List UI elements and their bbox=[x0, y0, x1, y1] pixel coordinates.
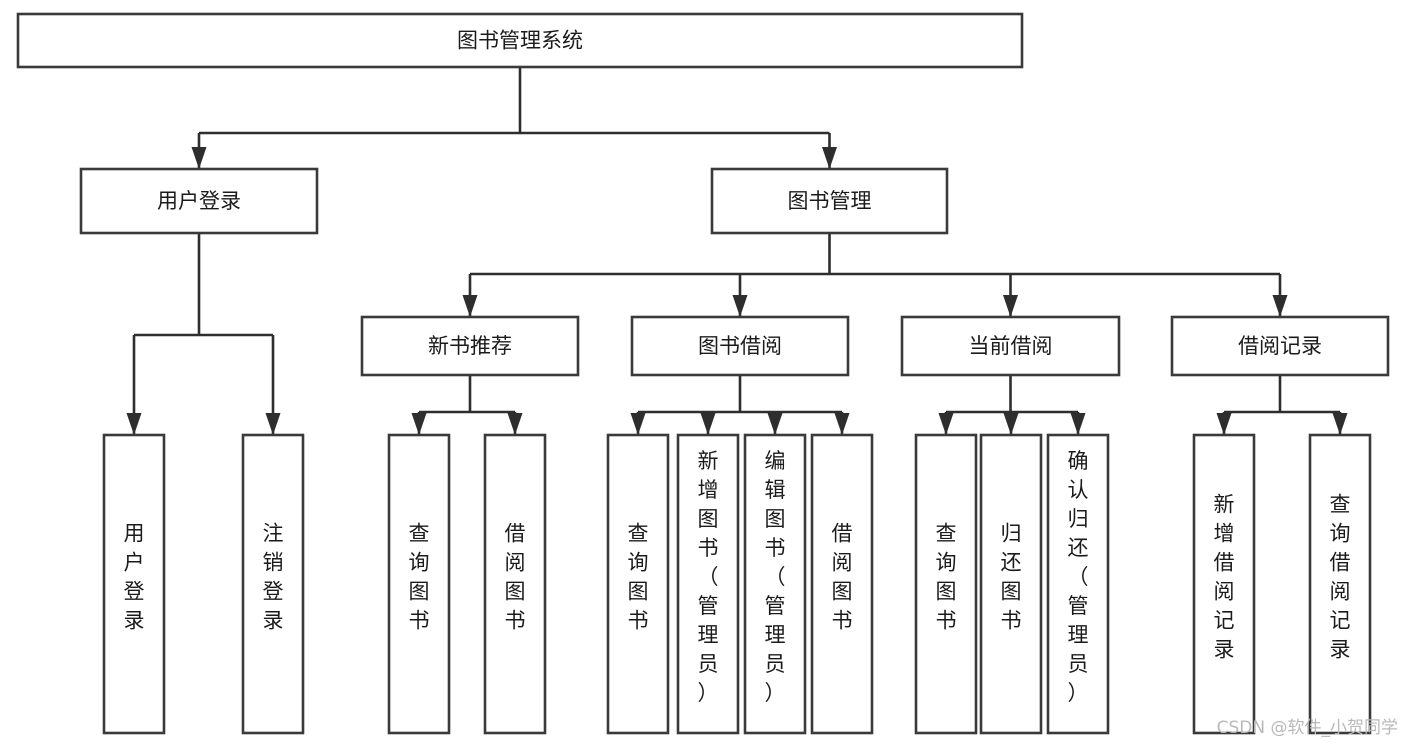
node-new-book-recommend-label: 新书推荐 bbox=[428, 334, 512, 358]
node-borrow-record[interactable]: 借阅记录 bbox=[1170, 315, 1390, 377]
node-leaf-query-book-3-label: 查询图书 bbox=[936, 522, 957, 633]
node-leaf-query-book-3-box bbox=[914, 433, 978, 735]
conn-borrow-record-arrow-0 bbox=[1216, 413, 1232, 435]
node-root-box bbox=[16, 12, 1024, 69]
conn-user-login-arrow-1 bbox=[265, 413, 281, 435]
conn-root-arrow-0 bbox=[191, 147, 207, 169]
conn-user-login-arrow-0 bbox=[126, 413, 142, 435]
conn-new-book-recommend-arrow-0 bbox=[411, 413, 427, 435]
node-leaf-borrow-book-1-box bbox=[483, 433, 547, 735]
node-leaf-add-book-admin-label: 新增图书（管理员） bbox=[698, 449, 719, 705]
node-leaf-edit-book-admin[interactable]: 编辑图书（管理员） bbox=[743, 433, 807, 735]
node-leaf-query-book-2[interactable]: 查询图书 bbox=[606, 433, 670, 735]
conn-root-arrow-1 bbox=[822, 147, 837, 169]
node-book-manage-label: 图书管理 bbox=[788, 189, 872, 213]
node-leaf-borrow-book-1[interactable]: 借阅图书 bbox=[483, 433, 547, 735]
conn-book-borrow-arrow-0 bbox=[630, 413, 646, 435]
node-book-borrow-label: 图书借阅 bbox=[698, 334, 782, 358]
node-leaf-confirm-return-box bbox=[1046, 433, 1110, 735]
node-leaf-confirm-return-label: 确认归还（管理员） bbox=[1068, 449, 1089, 705]
conn-current-borrow-arrow-0 bbox=[938, 413, 954, 435]
conn-book-manage-arrow-2 bbox=[1003, 295, 1018, 317]
node-book-borrow-box bbox=[630, 315, 850, 377]
conn-borrow-record-arrow-1 bbox=[1332, 413, 1348, 435]
node-leaf-user-login-box bbox=[102, 433, 166, 735]
node-leaf-query-book-2-label: 查询图书 bbox=[628, 522, 649, 633]
node-root[interactable]: 图书管理系统 bbox=[16, 12, 1024, 69]
conn-book-manage-arrow-0 bbox=[462, 295, 478, 317]
conn-book-borrow-arrow-1 bbox=[700, 413, 716, 435]
node-leaf-add-borrow-record[interactable]: 新增借阅记录 bbox=[1192, 433, 1256, 735]
node-user-login-label: 用户登录 bbox=[157, 189, 241, 213]
node-book-manage-box bbox=[710, 167, 949, 235]
csdn-watermark: CSDN @软件_小贺同学 bbox=[1217, 718, 1398, 738]
conn-new-book-recommend-arrow-1 bbox=[507, 413, 523, 435]
node-leaf-borrow-book-2-label: 借阅图书 bbox=[832, 522, 853, 633]
node-leaf-borrow-book-2[interactable]: 借阅图书 bbox=[810, 433, 874, 735]
node-borrow-record-box bbox=[1170, 315, 1390, 377]
node-leaf-return-book-box bbox=[979, 433, 1043, 735]
node-book-borrow[interactable]: 图书借阅 bbox=[630, 315, 850, 377]
node-root-label: 图书管理系统 bbox=[457, 29, 583, 53]
connector-layer bbox=[126, 67, 1348, 435]
node-book-manage[interactable]: 图书管理 bbox=[710, 167, 949, 235]
conn-book-borrow-arrow-2 bbox=[767, 413, 783, 435]
node-leaf-user-logout-label: 注销登录 bbox=[263, 522, 284, 633]
node-leaf-edit-book-admin-box bbox=[743, 433, 807, 735]
node-leaf-query-book-2-box bbox=[606, 433, 670, 735]
node-leaf-query-book-1-label: 查询图书 bbox=[409, 522, 430, 633]
node-leaf-borrow-book-1-label: 借阅图书 bbox=[505, 522, 526, 633]
node-leaf-query-borrow-record-label: 查询借阅记录 bbox=[1330, 493, 1351, 662]
node-leaf-user-logout-box bbox=[241, 433, 305, 735]
node-current-borrow[interactable]: 当前借阅 bbox=[900, 315, 1121, 377]
node-leaf-return-book-label: 归还图书 bbox=[1001, 522, 1022, 633]
node-leaf-return-book[interactable]: 归还图书 bbox=[979, 433, 1043, 735]
node-leaf-confirm-return[interactable]: 确认归还（管理员） bbox=[1046, 433, 1110, 735]
node-leaf-query-borrow-record-box bbox=[1308, 433, 1372, 735]
conn-book-manage-arrow-3 bbox=[1272, 295, 1288, 317]
node-leaf-add-borrow-record-label: 新增借阅记录 bbox=[1214, 493, 1235, 662]
node-leaf-user-login-label: 用户登录 bbox=[124, 522, 145, 633]
node-leaf-query-borrow-record[interactable]: 查询借阅记录 bbox=[1308, 433, 1372, 735]
node-borrow-record-label: 借阅记录 bbox=[1238, 334, 1322, 358]
node-leaf-user-logout[interactable]: 注销登录 bbox=[241, 433, 305, 735]
node-current-borrow-label: 当前借阅 bbox=[969, 334, 1053, 358]
node-new-book-recommend[interactable]: 新书推荐 bbox=[360, 315, 580, 377]
node-leaf-query-book-1-box bbox=[387, 433, 451, 735]
node-leaf-add-book-admin[interactable]: 新增图书（管理员） bbox=[676, 433, 740, 735]
node-leaf-user-login[interactable]: 用户登录 bbox=[102, 433, 166, 735]
node-leaf-query-book-1[interactable]: 查询图书 bbox=[387, 433, 451, 735]
node-user-login[interactable]: 用户登录 bbox=[79, 167, 319, 235]
node-leaf-edit-book-admin-label: 编辑图书（管理员） bbox=[765, 449, 786, 705]
node-layer: 图书管理系统用户登录图书管理新书推荐图书借阅当前借阅借阅记录用户登录注销登录查询… bbox=[16, 12, 1390, 735]
conn-current-borrow-arrow-1 bbox=[1003, 413, 1019, 435]
conn-current-borrow-arrow-2 bbox=[1070, 413, 1086, 435]
node-user-login-box bbox=[79, 167, 319, 235]
node-leaf-add-borrow-record-box bbox=[1192, 433, 1256, 735]
node-leaf-add-book-admin-box bbox=[676, 433, 740, 735]
conn-book-borrow-arrow-3 bbox=[834, 413, 850, 435]
node-new-book-recommend-box bbox=[360, 315, 580, 377]
node-leaf-query-book-3[interactable]: 查询图书 bbox=[914, 433, 978, 735]
node-leaf-borrow-book-2-box bbox=[810, 433, 874, 735]
conn-book-manage-arrow-1 bbox=[732, 295, 748, 317]
node-current-borrow-box bbox=[900, 315, 1121, 377]
